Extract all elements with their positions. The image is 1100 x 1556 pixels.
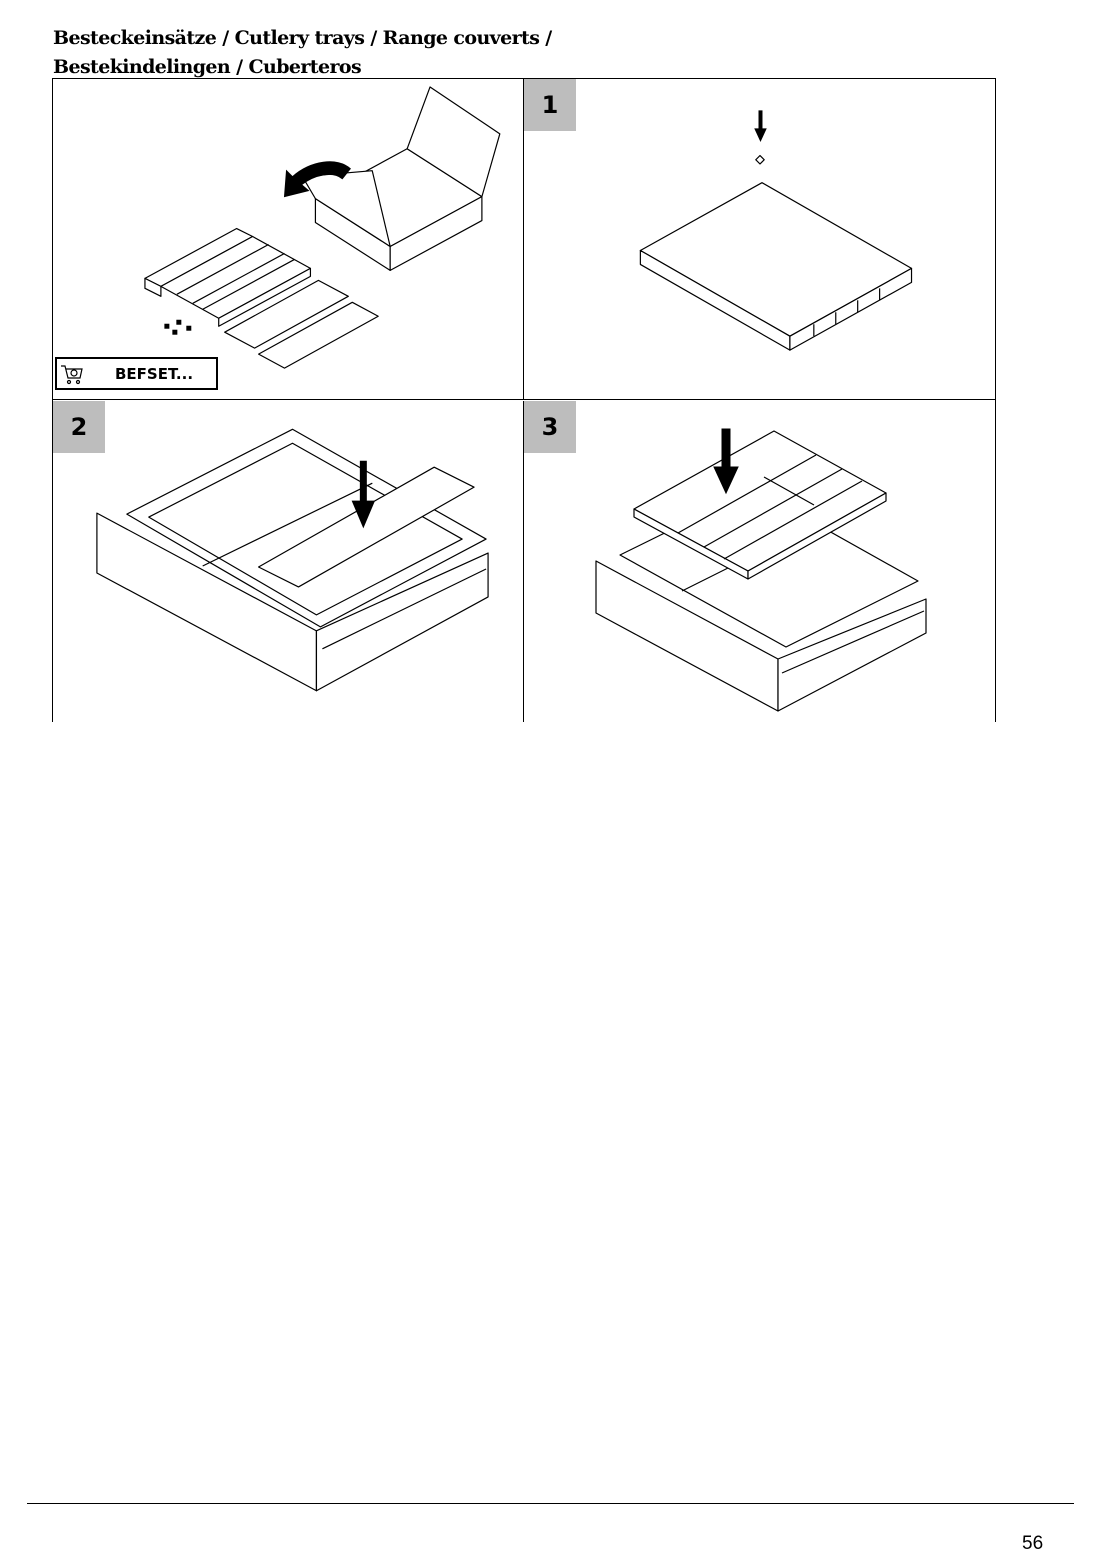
tray-underside	[639, 182, 913, 351]
down-arrow-icon	[713, 428, 739, 495]
step-1-illustration	[639, 110, 913, 351]
drawer-drawing	[96, 428, 489, 692]
panel-step-2: 2	[53, 401, 524, 722]
down-arrow-icon	[754, 110, 767, 143]
step-3-illustration	[595, 428, 927, 712]
screws-icon	[164, 319, 192, 335]
curved-arrow	[283, 161, 351, 198]
step-2-illustration	[96, 428, 489, 692]
loose-panel-1	[224, 279, 349, 349]
page-number: 56	[1022, 1533, 1044, 1554]
down-arrow-icon	[351, 460, 376, 529]
panel-unpack: BEFSET...	[53, 79, 524, 400]
step-number-badge: 3	[524, 401, 576, 453]
step-number-badge: 2	[53, 401, 105, 453]
tray-drawing	[144, 227, 312, 327]
loose-panel-2	[257, 301, 379, 369]
instruction-grid: BEFSET... 1 2	[52, 78, 996, 722]
footer-divider	[27, 1503, 1074, 1504]
box-drawing	[301, 86, 501, 271]
cutlery-tray-drawing	[633, 430, 887, 580]
title-line-2: Bestekindelingen / Cuberteros	[53, 56, 362, 78]
set-code-label: BEFSET...	[115, 365, 194, 383]
set-code-box: BEFSET...	[55, 357, 218, 390]
page-title: Besteckeinsätze / Cutlery trays / Range …	[53, 24, 753, 82]
panel-step-3: 3	[524, 401, 995, 722]
step-number-badge: 1	[524, 79, 576, 131]
panel-step-1: 1	[524, 79, 995, 400]
shopping-cart-icon	[61, 365, 83, 385]
title-line-1: Besteckeinsätze / Cutlery trays / Range …	[53, 27, 552, 49]
unpack-illustration	[144, 86, 501, 369]
base-panel	[257, 466, 475, 588]
connector-piece	[755, 154, 765, 165]
